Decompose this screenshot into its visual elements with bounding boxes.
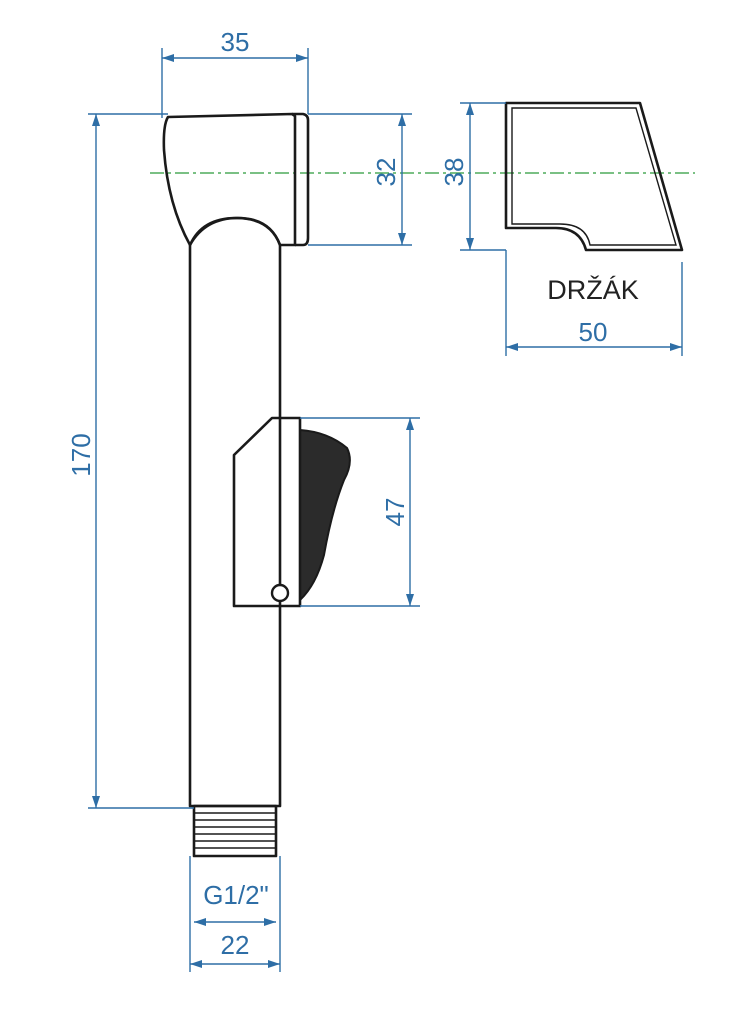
dim-holder-width: DRŽÁK 50 [505, 250, 683, 356]
spray-head-face [292, 112, 310, 247]
dim-total-length: 170 [66, 113, 194, 809]
dim-thread: G1/2" 22 [189, 856, 281, 972]
holder-outline [504, 101, 684, 252]
thread [192, 804, 278, 858]
dim-thread-value: G1/2" [203, 880, 269, 910]
dim-holder-height: 38 [439, 102, 506, 251]
dim-head-width-value: 35 [221, 27, 250, 57]
dim-head-height-value: 32 [371, 158, 401, 187]
spray-head [162, 112, 297, 247]
dim-thread-width-value: 22 [221, 930, 250, 960]
dim-head-height: 32 [308, 113, 412, 246]
dim-trigger-height: 47 [300, 417, 420, 607]
holder-drawing [504, 101, 684, 252]
handle-tube [188, 216, 282, 808]
trigger-pivot [270, 583, 290, 603]
holder-label: DRŽÁK [547, 274, 639, 305]
dim-trigger-height-value: 47 [380, 498, 410, 527]
dim-holder-width-value: 50 [579, 317, 608, 347]
trigger-housing [232, 416, 302, 608]
dim-head-width: 35 [161, 27, 309, 118]
dim-holder-height-value: 38 [439, 158, 469, 187]
dim-total-length-value: 170 [66, 433, 96, 476]
trigger-lever [299, 428, 351, 603]
holder-inner-line [511, 107, 677, 246]
sprayer-drawing [162, 112, 351, 858]
